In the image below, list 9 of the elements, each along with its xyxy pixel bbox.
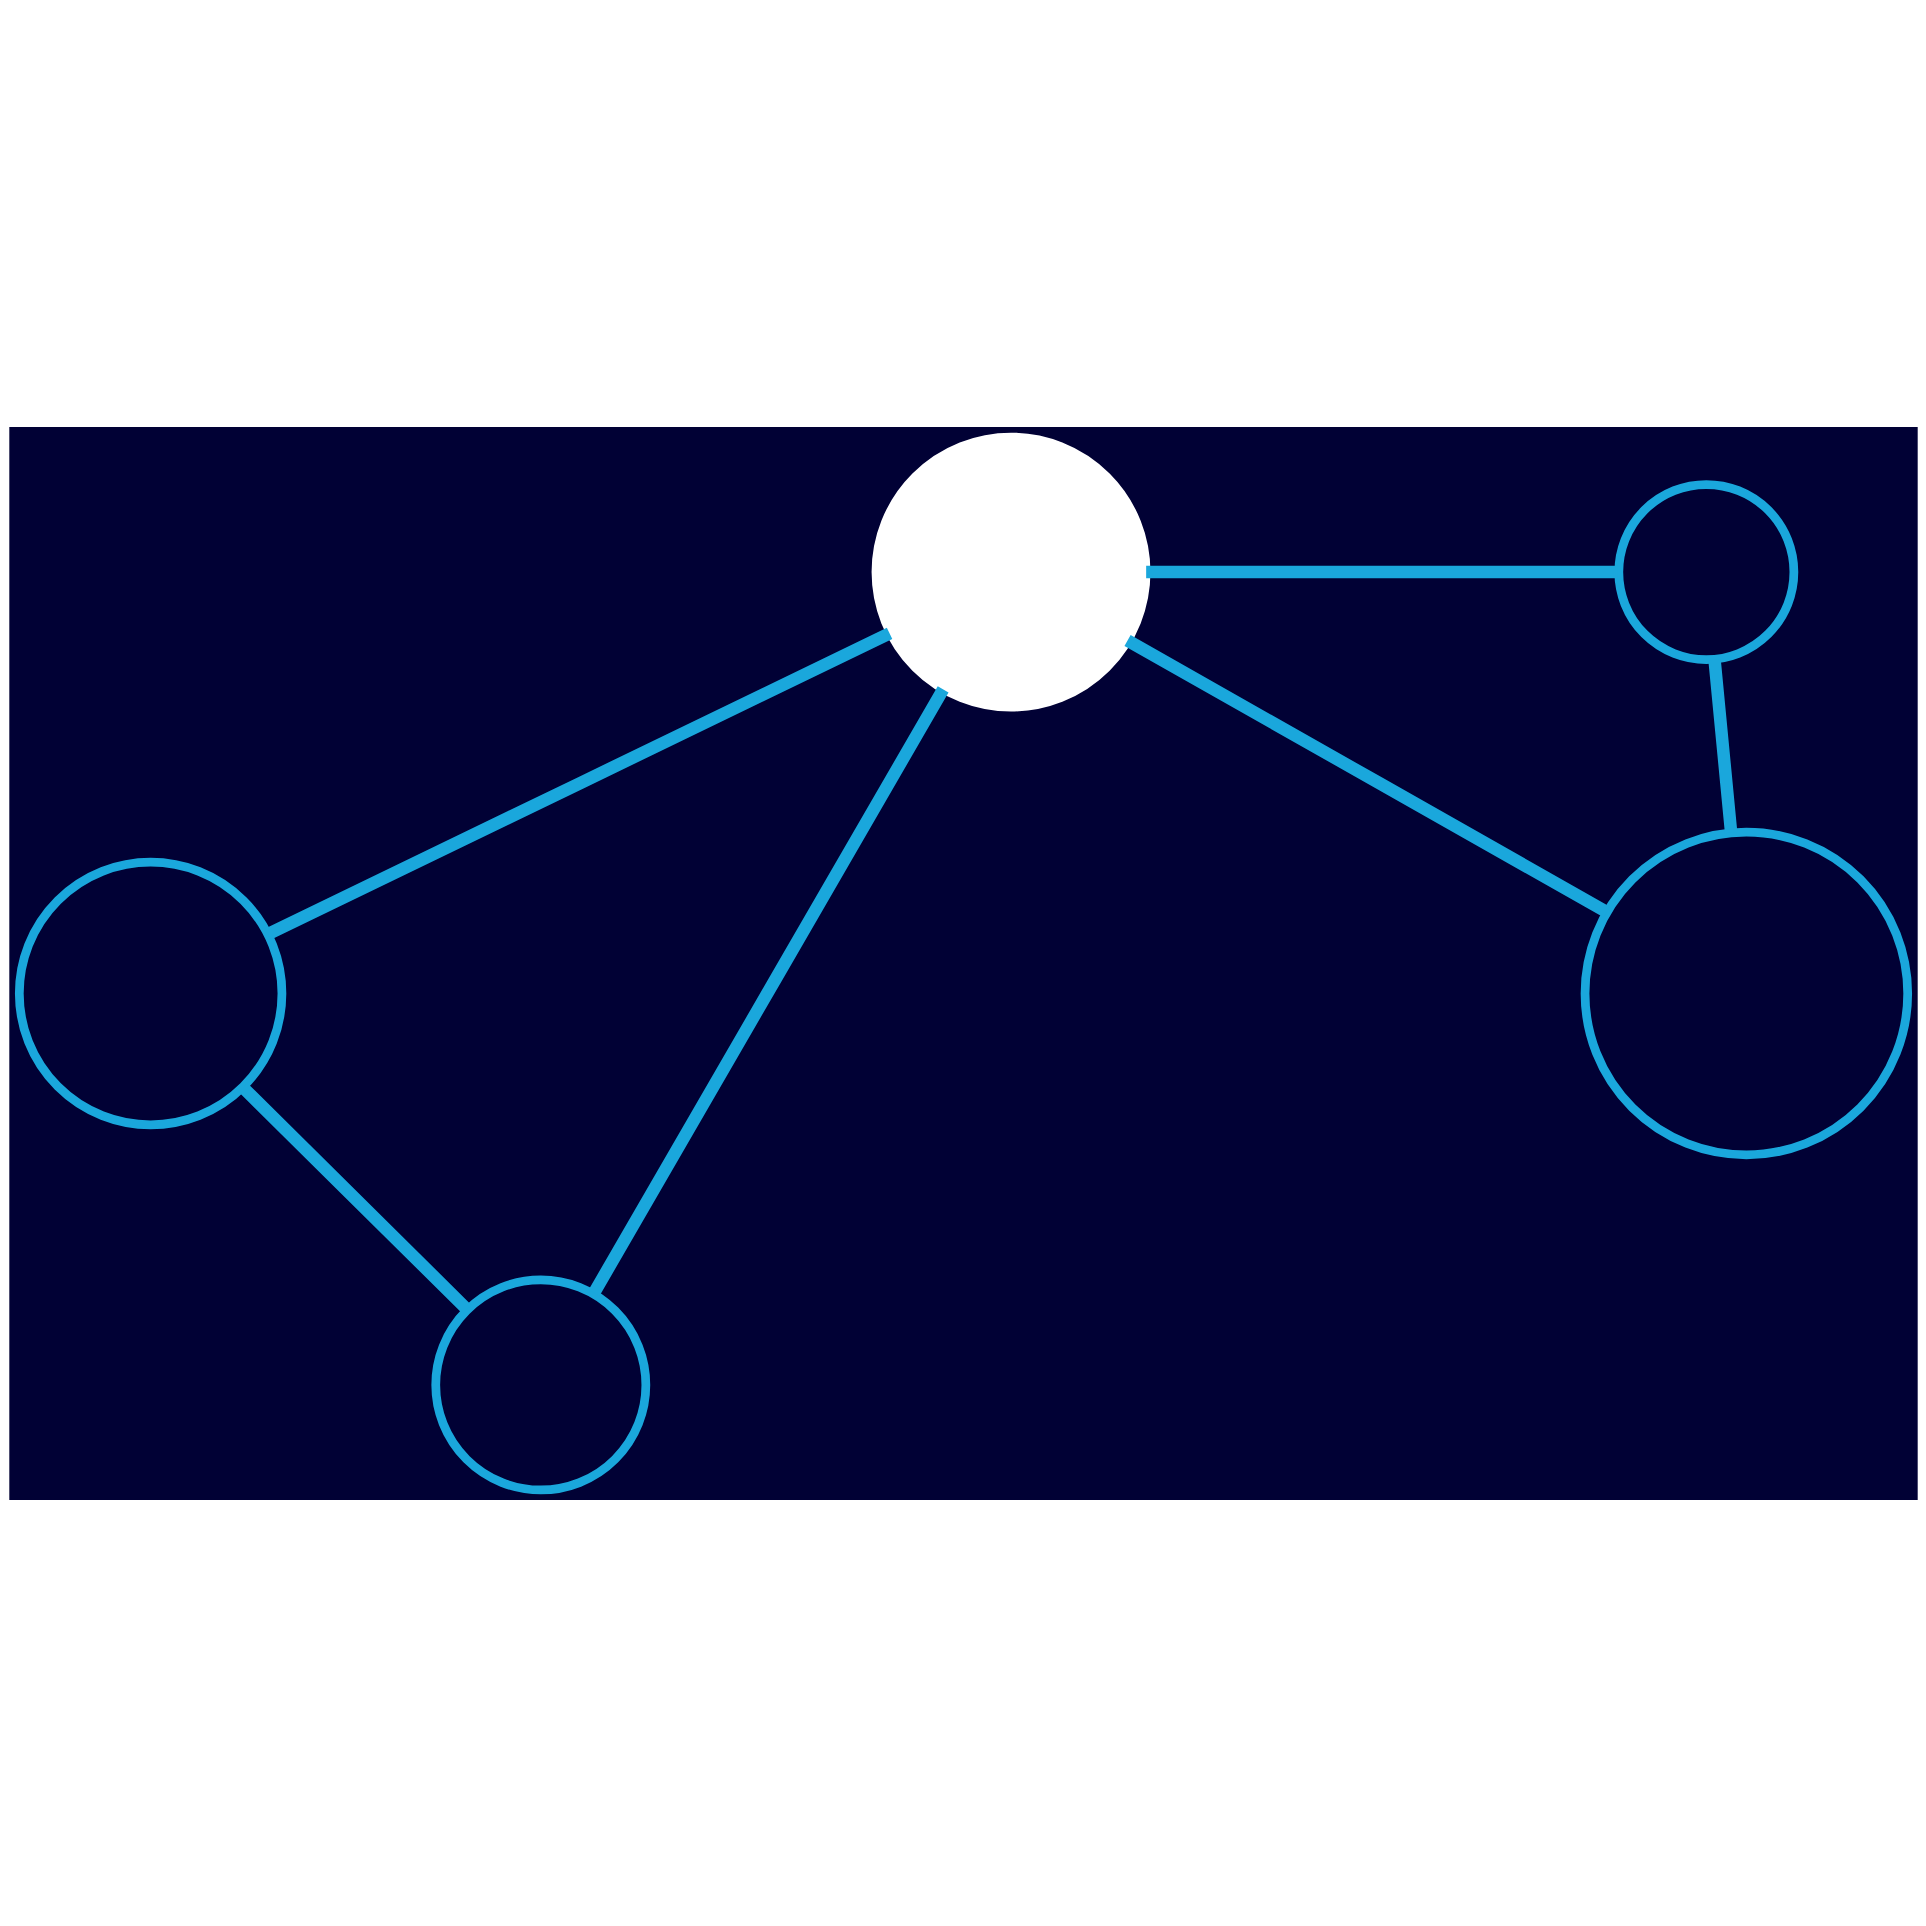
connector bbox=[1145, 565, 1618, 578]
node-circle bbox=[14, 857, 286, 1129]
node-circle bbox=[430, 1275, 650, 1494]
connector bbox=[1123, 634, 1610, 917]
node-circle bbox=[1613, 479, 1798, 664]
connector bbox=[238, 1082, 472, 1314]
connector bbox=[588, 685, 949, 1296]
node-circle bbox=[871, 432, 1150, 711]
node-circle bbox=[1580, 827, 1912, 1159]
